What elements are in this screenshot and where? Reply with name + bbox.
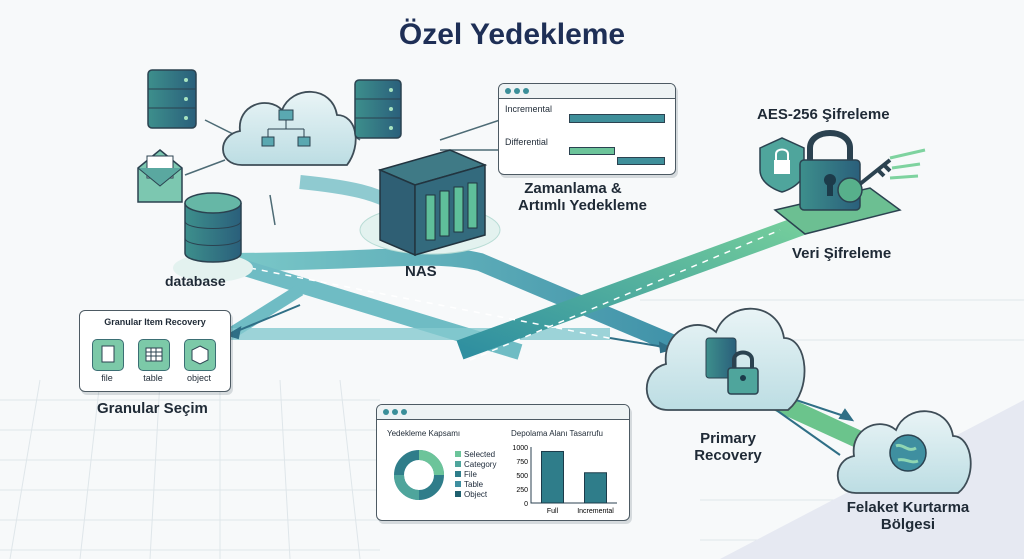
bar-incremental — [584, 472, 607, 504]
primary-label-line2: Recovery — [694, 447, 762, 464]
granular-recovery-panel: Granular Item Recovery file table object — [79, 310, 231, 392]
granular-panel-title: Granular Item Recovery — [104, 317, 206, 327]
incremental-bar — [569, 114, 665, 123]
legend-label: Object — [464, 490, 488, 499]
storage-title: Depolama Alanı Tasarrufu — [511, 429, 603, 438]
legend-item: Table — [455, 480, 496, 490]
nas-device-icon — [359, 149, 501, 257]
legend-item: Object — [455, 490, 496, 500]
legend-label: Selected — [464, 450, 496, 459]
differential-bar-1 — [569, 147, 615, 155]
primary-label-line1: Primary — [700, 430, 756, 447]
dr-label-line1: Felaket Kurtarma — [846, 499, 970, 516]
y-tick-label: 0 — [524, 501, 528, 508]
dr-label-line2: Bölgesi — [880, 516, 936, 533]
encryption-label: Veri Şifreleme — [792, 245, 892, 262]
dr-region-label: Felaket Kurtarma Bölgesi — [838, 499, 978, 533]
legend-item: Category — [455, 460, 496, 470]
database-label: database — [165, 273, 226, 289]
legend-label: Category — [464, 460, 497, 469]
differential-bar-2 — [617, 157, 665, 165]
primary-recovery-cloud-icon — [645, 307, 806, 411]
email-icon — [137, 149, 183, 203]
y-tick-label: 250 — [516, 487, 528, 494]
file-icon[interactable] — [92, 339, 124, 371]
legend-swatch — [455, 461, 461, 467]
schedule-label-line2: Artımlı Yedekleme — [518, 197, 647, 214]
schedule-row-differential: Differential — [505, 137, 548, 147]
legend-swatch — [455, 491, 461, 497]
schedule-panel-titlebar — [499, 84, 675, 99]
arrow-dr-icon — [838, 408, 855, 422]
y-tick-label: 750 — [516, 459, 528, 466]
x-tick-label: Full — [547, 508, 559, 515]
legend-swatch — [455, 481, 461, 487]
disaster-recovery-cloud-icon — [836, 410, 972, 494]
encryption-lock-icon — [759, 130, 926, 235]
object-label: object — [186, 373, 212, 383]
x-tick-label: Incremental — [577, 508, 614, 515]
arrow-granular-icon — [225, 326, 242, 340]
server-stack-icon — [147, 69, 197, 129]
legend-item: File — [455, 470, 496, 480]
legend-swatch — [455, 451, 461, 457]
floor-grid — [0, 299, 1024, 559]
aes-label: AES-256 Şifreleme — [757, 106, 890, 123]
bar-full — [541, 450, 564, 504]
schedule-panel: Incremental Differential — [498, 83, 676, 175]
table-icon[interactable] — [138, 339, 170, 371]
cloud-network-icon — [222, 90, 357, 166]
server-icon — [354, 79, 402, 139]
schedule-label-line1: Zamanlama & — [524, 180, 622, 197]
legend-swatch — [455, 471, 461, 477]
y-tick-label: 1000 — [512, 445, 528, 452]
scope-panel-titlebar — [377, 405, 629, 420]
schedule-row-incremental: Incremental — [505, 104, 553, 114]
file-label: file — [101, 373, 113, 383]
legend-label: Table — [464, 480, 484, 489]
y-tick-label: 500 — [516, 473, 528, 480]
legend-label: File — [464, 470, 477, 479]
object-icon[interactable] — [184, 339, 216, 371]
scope-title: Yedekleme Kapsamı — [387, 429, 461, 438]
primary-recovery-label: Primary Recovery — [678, 430, 778, 464]
schedule-label: Zamanlama & Artımlı Yedekleme — [518, 180, 647, 214]
table-label: table — [143, 373, 163, 383]
nas-label: NAS — [405, 263, 437, 280]
scope-donut-chart — [394, 450, 444, 500]
legend-item: Selected — [455, 450, 496, 460]
granular-selection-label: Granular Seçim — [97, 400, 208, 417]
page-title: Özel Yedekleme — [398, 18, 626, 51]
database-icon — [173, 192, 253, 282]
